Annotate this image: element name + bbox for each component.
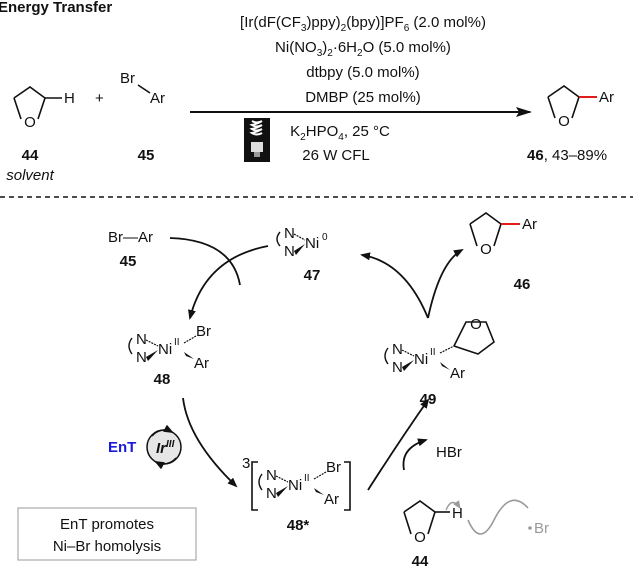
cycle-48star-label: 48* xyxy=(287,517,310,534)
n-atom: N xyxy=(266,485,277,502)
ar-group: Ar xyxy=(522,216,537,233)
ni-oxidation: II xyxy=(304,473,310,484)
cycle-product-46: O Ar xyxy=(469,212,537,258)
o-atom: O xyxy=(480,241,492,258)
ni-atom: Ni xyxy=(158,341,172,358)
note-line1: EnT promotes xyxy=(60,516,154,533)
n-atom: N xyxy=(284,225,295,242)
cycle-44-label: 44 xyxy=(412,553,429,570)
conditions-top: [Ir(dF(CF3)ppy)2(bpy)]PF6 (2.0 mol%) Ni(… xyxy=(240,14,486,106)
product-thf-ar: O Ar xyxy=(547,85,614,130)
thf-oxygen: O xyxy=(24,114,36,131)
radical-fishhook-arrow xyxy=(467,499,529,535)
ni-oxidation: II xyxy=(430,347,436,358)
additive: DMBP (25 mol%) xyxy=(305,89,421,106)
radical-dot xyxy=(528,526,532,530)
compound-46-yield: 46, 43–89% xyxy=(527,147,607,164)
br-atom: Br xyxy=(196,323,211,340)
reactant-thf: O H xyxy=(13,86,75,131)
r45-br: Br xyxy=(120,70,135,87)
cycle-br-ar: Br—Ar xyxy=(108,229,153,246)
ni-oxidation: 0 xyxy=(322,232,328,243)
n-atom: N xyxy=(392,341,403,358)
ni2-complex-49: N N Ni II Ar O xyxy=(384,316,495,382)
ni2-complex-48: N N Ni II Br Ar xyxy=(128,323,211,372)
ir-photocatalyst-icon: IrIII xyxy=(146,424,182,470)
note-line2: Ni–Br homolysis xyxy=(53,538,161,555)
br-radical: Br xyxy=(534,520,549,537)
plus-sign: + xyxy=(95,90,104,107)
triplet-complex-48star: 3 N N Ni II Br Ar xyxy=(242,455,351,511)
reductive-elimination-arrow xyxy=(427,249,464,319)
n-atom: N xyxy=(266,467,277,484)
light-source: 26 W CFL xyxy=(302,147,370,164)
h-atom: H xyxy=(452,505,463,522)
header-title: Energy Transfer xyxy=(0,0,112,16)
ar-group: Ar xyxy=(324,491,339,508)
ni-atom: Ni xyxy=(288,477,302,494)
cycle-46-label: 46 xyxy=(514,276,531,293)
ar-group: Ar xyxy=(194,355,209,372)
cycle-arrow-to-47 xyxy=(360,252,429,319)
o-atom: O xyxy=(414,529,426,546)
ent-arrow xyxy=(182,397,238,488)
br-atom: Br xyxy=(326,459,341,476)
triplet-mult: 3 xyxy=(242,455,250,472)
compound-45-label: 45 xyxy=(138,147,155,164)
product-ar: Ar xyxy=(599,89,614,106)
oxidative-addition-arrow xyxy=(169,237,241,286)
n-atom: N xyxy=(136,331,147,348)
cycle-47-label: 47 xyxy=(304,267,321,284)
ni-atom: Ni xyxy=(414,351,428,368)
cycle-arrow-to-49 xyxy=(367,398,430,491)
thf-hydrogen: H xyxy=(64,90,75,107)
ligand: dtbpy (5.0 mol%) xyxy=(306,64,419,81)
solvent-note: solvent xyxy=(6,167,54,184)
n-atom: N xyxy=(284,243,295,260)
product-oxygen: O xyxy=(558,113,570,130)
cycle-49-label: 49 xyxy=(420,391,437,408)
cycle-45-label: 45 xyxy=(120,253,137,270)
n-atom: N xyxy=(136,349,147,366)
hat-fishhook-arrow xyxy=(445,500,461,511)
hbr-release-arrow xyxy=(402,438,428,471)
o-atom: O xyxy=(470,316,482,333)
catalyst-ni: Ni(NO3)2·6H2O (5.0 mol%) xyxy=(275,39,451,59)
cycle-thf-44: O H xyxy=(403,500,463,546)
note-box xyxy=(17,507,197,561)
ar-group: Ar xyxy=(450,365,465,382)
ni-oxidation: II xyxy=(174,337,180,348)
ir-text: IrIII xyxy=(156,439,175,457)
ni0-complex-47: N N Ni 0 xyxy=(276,225,328,260)
base-temp: K2HPO4, 25 °C xyxy=(290,123,390,143)
ni-atom: Ni xyxy=(305,235,319,252)
hbr-label: HBr xyxy=(436,444,462,461)
ent-label: EnT xyxy=(108,439,136,456)
r45-ar: Ar xyxy=(150,90,165,107)
n-atom: N xyxy=(392,359,403,376)
cycle-arrow-to-48 xyxy=(188,245,269,320)
cfl-bulb-icon xyxy=(244,118,270,162)
catalyst-ir: [Ir(dF(CF3)ppy)2(bpy)]PF6 (2.0 mol%) xyxy=(240,14,486,34)
compound-44-label: 44 xyxy=(22,147,39,164)
cycle-48-label: 48 xyxy=(154,371,171,388)
reactant-br-ar: Br Ar xyxy=(120,70,165,107)
